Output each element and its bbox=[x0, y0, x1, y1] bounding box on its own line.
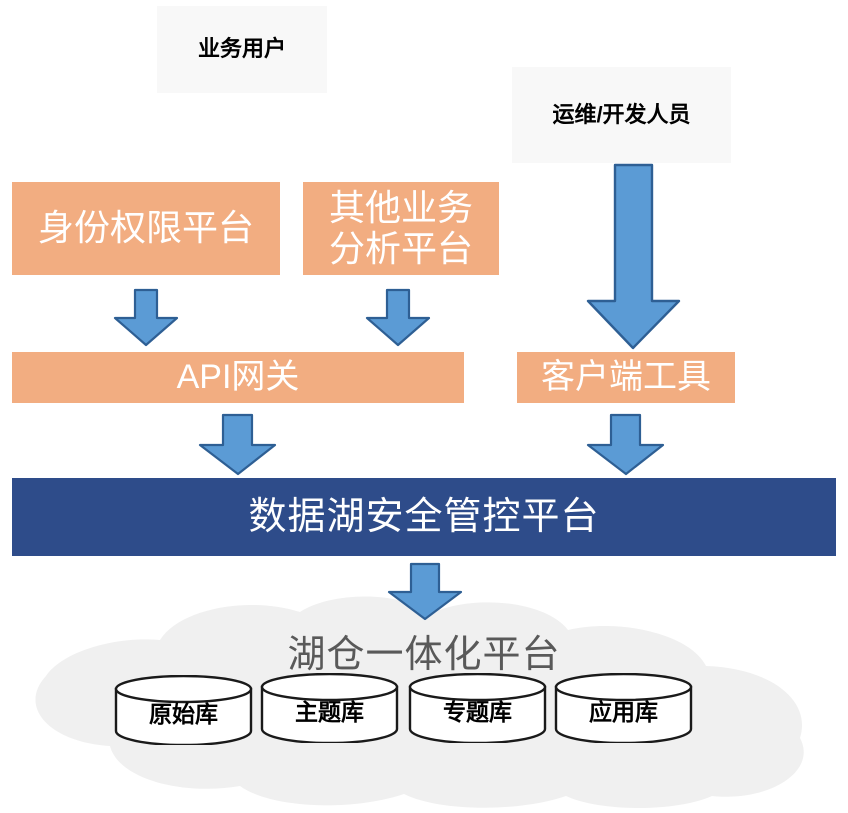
core-platform-label: 数据湖安全管控平台 bbox=[248, 495, 600, 538]
database-cylinder-topic[interactable]: 专题库 bbox=[406, 673, 549, 743]
database-cylinder-raw[interactable]: 原始库 bbox=[112, 675, 255, 745]
arrow-gateway-to-core bbox=[196, 413, 280, 477]
database-label-application: 应用库 bbox=[589, 699, 658, 725]
lakehouse-title: 湖仓一体化平台 bbox=[287, 634, 561, 676]
database-label-raw: 原始库 bbox=[149, 701, 218, 727]
arrow-opsdev-to-clienttools bbox=[584, 163, 684, 351]
arrow-identity-to-gateway bbox=[111, 288, 181, 348]
core-platform-bar[interactable]: 数据湖安全管控平台 bbox=[12, 478, 836, 556]
actor-box-ops-dev[interactable]: 运维/开发人员 bbox=[512, 67, 731, 163]
arrow-other-to-gateway bbox=[363, 288, 433, 348]
platform-label-identity: 身份权限平台 bbox=[37, 207, 254, 249]
actor-box-business-user[interactable]: 业务用户 bbox=[157, 6, 327, 93]
platform-label-client-tools: 客户端工具 bbox=[541, 358, 711, 397]
platform-box-api-gateway[interactable]: API网关 bbox=[12, 352, 464, 403]
platform-box-other-analysis[interactable]: 其他业务 分析平台 bbox=[303, 182, 499, 275]
platform-box-client-tools[interactable]: 客户端工具 bbox=[517, 352, 735, 403]
actor-label-business-user: 业务用户 bbox=[197, 36, 286, 62]
platform-label-api-gateway: API网关 bbox=[176, 358, 300, 397]
database-cylinder-subject[interactable]: 主题库 bbox=[258, 673, 401, 743]
arrow-clienttools-to-core bbox=[584, 413, 668, 477]
database-label-topic: 专题库 bbox=[443, 699, 512, 725]
arrow-core-to-lakehouse bbox=[385, 562, 465, 622]
database-cylinder-application[interactable]: 应用库 bbox=[552, 673, 695, 743]
actor-label-ops-dev: 运维/开发人员 bbox=[552, 101, 691, 127]
platform-label-other-analysis: 其他业务 分析平台 bbox=[328, 187, 473, 269]
database-label-subject: 主题库 bbox=[295, 699, 364, 725]
platform-box-identity[interactable]: 身份权限平台 bbox=[12, 182, 280, 275]
